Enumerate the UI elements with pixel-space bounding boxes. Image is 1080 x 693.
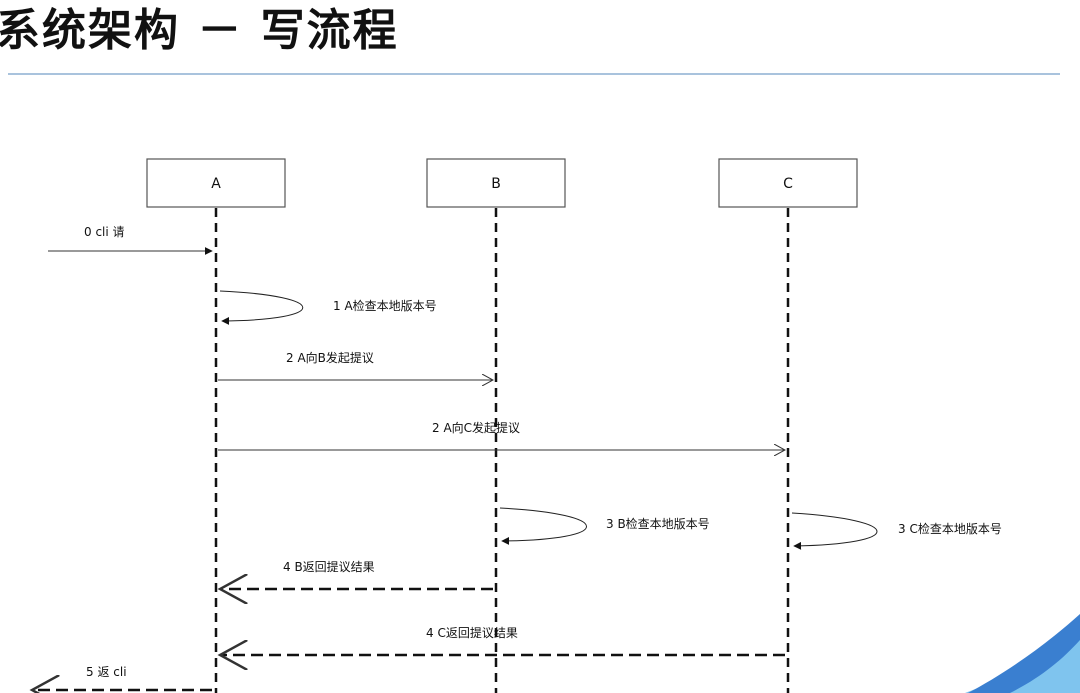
corner-swoosh-decoration: [965, 614, 1080, 693]
message-7: 4 C返回提议结果: [220, 625, 785, 655]
participant-b: B: [426, 158, 566, 208]
slide-title: 系统架构 － 写流程: [0, 5, 399, 56]
message-4: 3 B检查本地版本号: [499, 507, 710, 545]
message-1-label: 1 A检查本地版本号: [333, 298, 437, 313]
message-5-label: 3 C检查本地版本号: [898, 521, 1002, 536]
message-6: 4 B返回提议结果: [220, 559, 493, 589]
message-8: 5 返 cli: [32, 665, 212, 690]
participant-a-label: A: [211, 176, 221, 192]
participant-c-label: C: [783, 176, 793, 192]
participant-a: A: [146, 158, 286, 208]
message-6-label: 4 B返回提议结果: [283, 559, 375, 574]
message-2-label: 2 A向B发起提议: [286, 350, 374, 365]
message-0-label: 0 cli 请: [84, 225, 125, 239]
message-0: 0 cli 请: [48, 225, 213, 255]
message-2: 2 A向B发起提议: [218, 350, 493, 380]
participant-c: C: [718, 158, 858, 208]
participant-b-label: B: [491, 176, 501, 192]
message-3: 2 A向C发起提议: [218, 420, 785, 450]
message-8-label: 5 返 cli: [86, 665, 127, 679]
message-4-label: 3 B检查本地版本号: [606, 516, 710, 531]
message-1: 1 A检查本地版本号: [219, 290, 437, 325]
message-3-label: 2 A向C发起提议: [432, 420, 520, 435]
message-7-label: 4 C返回提议结果: [426, 625, 518, 640]
message-5: 3 C检查本地版本号: [791, 512, 1002, 550]
title-divider: [8, 73, 1060, 75]
